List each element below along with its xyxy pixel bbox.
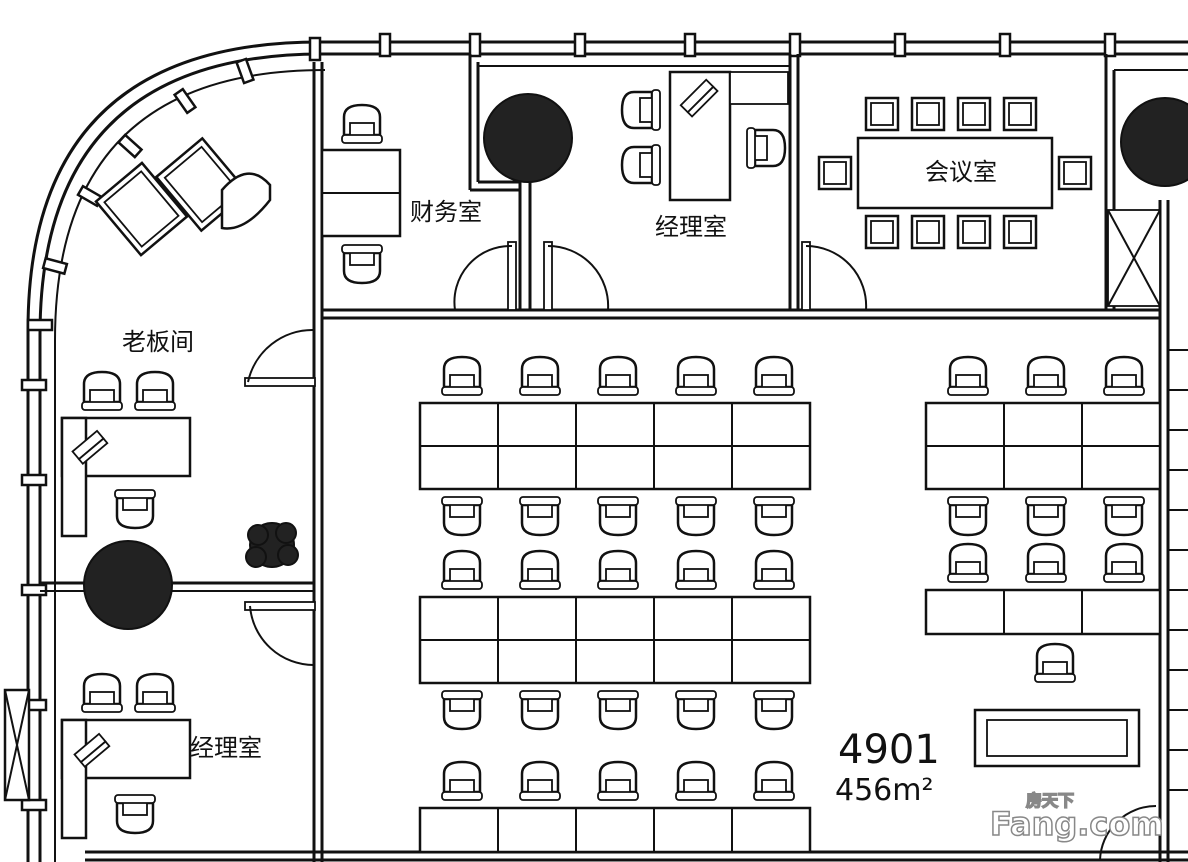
exterior-wall bbox=[3, 32, 1188, 862]
unit-number: 4901 bbox=[838, 727, 940, 773]
room-label-meeting: 会议室 bbox=[925, 158, 997, 186]
doors bbox=[244, 241, 1157, 861]
reception bbox=[973, 642, 1141, 768]
boss-office: 老板间 bbox=[60, 136, 272, 538]
planters bbox=[83, 93, 1188, 630]
meeting-room: 会议室 bbox=[817, 96, 1093, 250]
unit-area: 456m² bbox=[835, 773, 934, 808]
watermark-logo: 房天下 Fang.com bbox=[989, 790, 1164, 844]
manager-office-top: 经理室 bbox=[620, 70, 789, 241]
room-label-finance: 财务室 bbox=[410, 198, 482, 226]
manager-office-left: 经理室 bbox=[60, 672, 262, 840]
finance-office: 财务室 bbox=[320, 103, 482, 285]
watermark-brand-top: 房天下 bbox=[1026, 791, 1074, 810]
room-label-manager-left: 经理室 bbox=[190, 734, 262, 762]
room-label-boss-office: 老板间 bbox=[122, 328, 194, 356]
watermark-brand-main: Fang.com bbox=[990, 805, 1164, 843]
interior-walls bbox=[40, 54, 1188, 862]
room-label-manager-top: 经理室 bbox=[655, 213, 727, 241]
workstations bbox=[418, 355, 1162, 854]
